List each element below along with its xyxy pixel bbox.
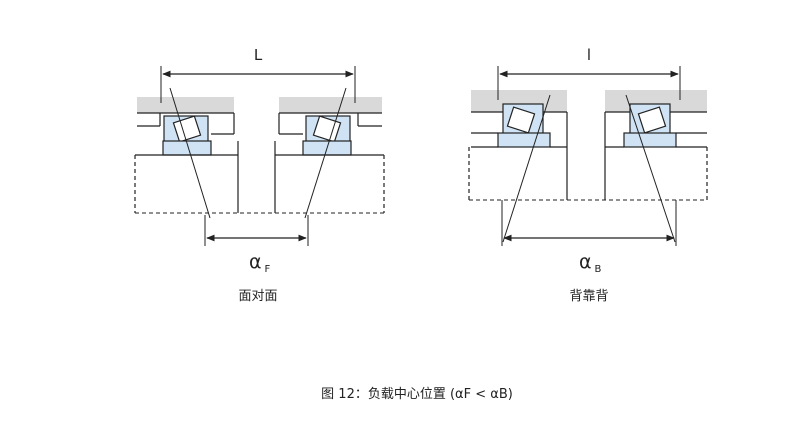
arrangement-label-right: 背靠背: [569, 289, 608, 304]
bearing-right-1: [468, 103, 568, 200]
bearing-left-1: [134, 112, 239, 213]
contact-line-right-1: [502, 94, 551, 243]
bearing-left-2: [274, 112, 385, 213]
bearing-right-2: [604, 103, 708, 200]
housing-band-left-2: [279, 97, 382, 113]
span-label-left: L: [254, 46, 263, 64]
contact-line-left-1: [169, 87, 211, 219]
arrangement-label-left: 面对面: [238, 289, 277, 304]
figure-caption: 图 12：负载中心位置 (αF < αB): [321, 387, 513, 402]
housing-band-left-1: [137, 97, 234, 113]
contact-line-left-2: [304, 87, 347, 219]
span-label-right: l: [587, 46, 591, 64]
contact-line-right-2: [625, 94, 676, 243]
